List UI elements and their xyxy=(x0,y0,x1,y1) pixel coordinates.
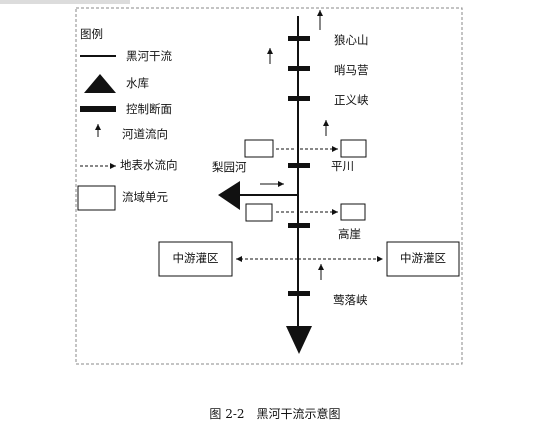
diagram-frame xyxy=(75,7,463,365)
legend-label-surface-flow: 地表水流向 xyxy=(120,158,178,172)
control-section-zhengyixia xyxy=(288,96,310,101)
station-label-shaomaying: 哨马营 xyxy=(334,63,369,77)
irrigation-box-right xyxy=(386,241,460,277)
station-label-yingluoxia: 莺落峡 xyxy=(333,293,368,307)
station-label-pingchuan: 平川 xyxy=(331,159,354,173)
top-edge-artifact xyxy=(0,0,130,4)
control-section-pingchuan xyxy=(288,163,310,168)
basin-unit-box-upper-right xyxy=(340,139,367,158)
control-section-gaoya xyxy=(288,223,310,228)
basin-unit-box-lower-right xyxy=(340,203,366,221)
legend-label-control-section: 控制断面 xyxy=(126,102,172,116)
control-section-shaomaying xyxy=(288,66,310,71)
basin-unit-box-lower-left xyxy=(245,203,273,222)
legend-title: 图例 xyxy=(80,27,103,41)
legend-label-basin-unit: 流域单元 xyxy=(122,190,168,204)
legend-basin-unit-symbol xyxy=(77,185,116,211)
figure-caption: 图 2-2 黑河干流示意图 xyxy=(209,407,341,421)
irrigation-box-left xyxy=(158,241,233,277)
legend-label-main-stream: 黑河干流 xyxy=(126,49,172,63)
irrigation-label-left: 中游灌区 xyxy=(172,251,219,265)
irrigation-label-right: 中游灌区 xyxy=(400,251,446,265)
control-section-yingluoxia xyxy=(288,291,310,296)
control-section-langxinshan xyxy=(288,36,310,41)
legend-label-flow-direction: 河道流向 xyxy=(122,127,168,141)
station-label-gaoya: 高崖 xyxy=(338,227,361,241)
reservoir-downstream xyxy=(286,326,312,354)
reservoir-tributary xyxy=(218,181,240,210)
legend-control-section-symbol xyxy=(80,106,116,112)
tributary-label: 梨园河 xyxy=(212,160,247,174)
legend-reservoir-symbol xyxy=(84,74,116,93)
basin-unit-box-upper-left xyxy=(244,139,274,158)
station-label-langxinshan: 狼心山 xyxy=(334,33,369,47)
station-label-zhengyixia: 正义峡 xyxy=(334,93,369,107)
legend-label-reservoir: 水库 xyxy=(126,76,149,90)
